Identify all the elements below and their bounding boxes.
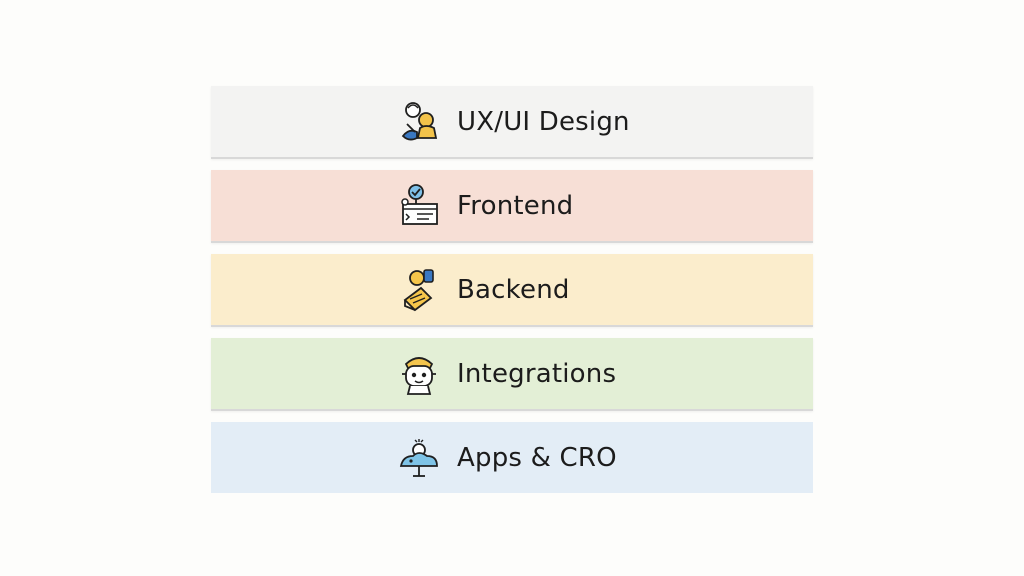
layer-integrations: Integrations — [211, 338, 813, 411]
layer-ux-ui-design: UX/UI Design — [211, 86, 813, 159]
layer-label: Backend — [457, 274, 570, 305]
designer-icon — [397, 98, 441, 146]
layer-apps-cro: Apps & CRO — [211, 422, 813, 493]
backend-server-icon — [397, 266, 441, 314]
layer-frontend: Frontend — [211, 170, 813, 243]
apps-cloud-icon — [397, 434, 441, 482]
layer-label: Integrations — [457, 358, 617, 389]
layer-backend: Backend — [211, 254, 813, 327]
frontend-code-icon — [397, 182, 441, 230]
layer-label: Apps & CRO — [457, 442, 617, 473]
integrations-robot-icon — [397, 350, 441, 398]
layer-label: UX/UI Design — [457, 106, 630, 137]
layer-label: Frontend — [457, 190, 574, 221]
layer-stack: UX/UI Design Frontend — [211, 86, 813, 493]
